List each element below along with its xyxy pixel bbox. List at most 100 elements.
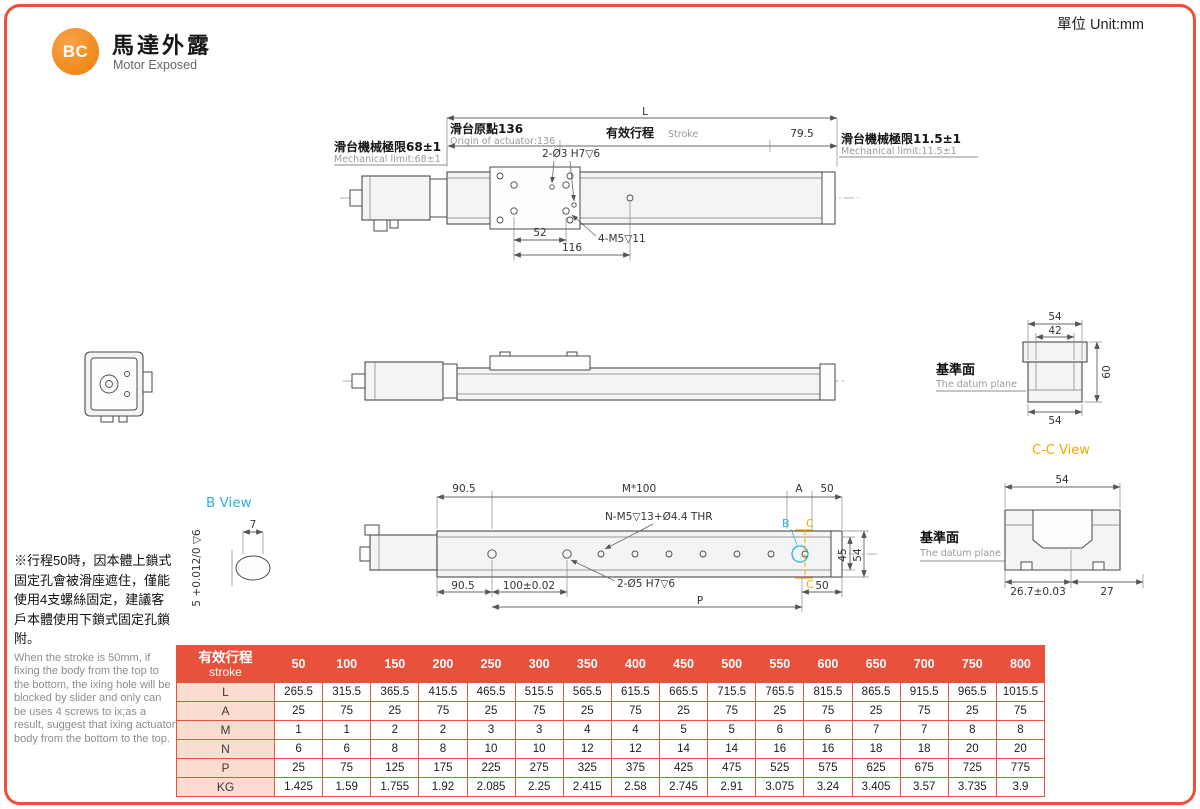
table-cell: 265.5 [273, 682, 324, 702]
b-view-drawing: B View 7 5 +0.012/0 ▽6 [191, 495, 271, 607]
dim-79-5: 79.5 [790, 128, 813, 140]
table-cell: 6 [273, 739, 324, 759]
table-cell: 75 [707, 701, 757, 721]
table-cell: 6 [755, 720, 805, 740]
row-label: N [176, 739, 275, 759]
mech-limit-left-zh: 滑台機械極限68±1 [334, 139, 441, 154]
stroke-column-header: 150 [370, 645, 420, 683]
table-cell: 175 [418, 758, 468, 778]
bc-logo: BC [52, 28, 99, 75]
stroke-column-header: 300 [514, 645, 564, 683]
mech-limit-right-zh: 滑台機械極限11.5±1 [841, 131, 961, 146]
table-cell: 625 [851, 758, 901, 778]
row-label: P [176, 758, 275, 778]
table-cell: 3.075 [755, 777, 805, 797]
stroke-column-header: 700 [899, 645, 949, 683]
table-cell: 25 [466, 701, 516, 721]
note-chinese: ※行程50時，因本體上鎖式固定孔會被滑座遮住，僅能使用4支螺絲固定，建議客戶本體… [14, 553, 172, 646]
table-cell: 20 [995, 739, 1046, 759]
table-cell: 4 [610, 720, 661, 740]
table-cell: 4 [562, 720, 612, 740]
table-cell: 375 [610, 758, 661, 778]
dim-90-5-bottom: 90.5 [451, 580, 474, 592]
stroke-column-header: 50 [273, 645, 324, 683]
screw-callout: 4-M5▽11 [598, 233, 646, 245]
table-cell: 725 [947, 758, 997, 778]
table-cell: 1.425 [273, 777, 324, 797]
dim-54-bottom: 54 [1048, 415, 1062, 427]
table-cell: 1.92 [418, 777, 468, 797]
table-cell: 8 [370, 739, 420, 759]
stroke-note: ※行程50時，因本體上鎖式固定孔會被滑座遮住，僅能使用4支螺絲固定，建議客戶本體… [14, 551, 176, 746]
dim-50-top: 50 [820, 483, 833, 495]
table-cell: 25 [273, 758, 324, 778]
dim-60: 60 [1101, 365, 1113, 378]
stroke-label-zh: 有效行程 [606, 125, 654, 140]
table-cell: 7 [899, 720, 949, 740]
table-cell: 7 [851, 720, 901, 740]
table-cell: 16 [755, 739, 805, 759]
stroke-column-header: 800 [995, 645, 1046, 683]
table-cell: 25 [658, 701, 709, 721]
table-cell: 565.5 [562, 682, 612, 702]
side-view-part [343, 351, 847, 401]
table-cell: 3.405 [851, 777, 901, 797]
table-cell: 415.5 [418, 682, 468, 702]
table-cell: 1015.5 [995, 682, 1046, 702]
table-cell: 2.085 [466, 777, 516, 797]
table-cell: 75 [322, 758, 372, 778]
datum-label-en: The datum plane [935, 379, 1017, 390]
table-cell: 125 [370, 758, 420, 778]
stroke-header-zh: 有效行程 [198, 649, 253, 665]
table-cell: 75 [803, 701, 853, 721]
table-cell: 20 [947, 739, 997, 759]
table-cell: 325 [562, 758, 612, 778]
table-cell: 6 [322, 739, 372, 759]
table-cell: 965.5 [947, 682, 997, 702]
end-view-part [84, 351, 153, 423]
datum-plane-label: 基準面 The datum plane [935, 362, 1026, 392]
table-cell: 75 [899, 701, 949, 721]
b-view-label: B View [206, 495, 252, 511]
stroke-header-en: stroke [209, 664, 242, 679]
table-cell: 25 [370, 701, 420, 721]
stroke-column-header: 600 [803, 645, 853, 683]
bc-logo-text: BC [62, 41, 89, 61]
table-cell: 18 [851, 739, 901, 759]
table-cell: 765.5 [755, 682, 805, 702]
table-cell: 465.5 [466, 682, 516, 702]
stroke-column-header: 650 [851, 645, 901, 683]
table-cell: 12 [610, 739, 661, 759]
stroke-column-header: 250 [466, 645, 516, 683]
marker-B: B [782, 517, 790, 530]
pin-hole-callout: 2-Ø3 H7▽6 [542, 148, 600, 160]
table-cell: 2.58 [610, 777, 661, 797]
front-view-part [359, 524, 877, 578]
table-cell: 3.9 [995, 777, 1046, 797]
table-cell: 18 [899, 739, 949, 759]
datum-front-zh: 基準面 [919, 530, 959, 546]
table-cell: 515.5 [514, 682, 564, 702]
stroke-column-header: 550 [755, 645, 805, 683]
dim-L: L [642, 106, 648, 118]
stroke-header-corner: 有效行程 stroke [176, 645, 275, 683]
table-cell: 12 [562, 739, 612, 759]
table-cell: 275 [514, 758, 564, 778]
cc-section-dimensions: 54 26.7±0.03 27 [1004, 474, 1144, 598]
table-cell: 675 [899, 758, 949, 778]
table-cell: 3.24 [803, 777, 853, 797]
dim-116: 116 [562, 242, 582, 254]
page-title: 馬達外露 [112, 33, 213, 58]
stroke-column-header: 750 [947, 645, 997, 683]
table-cell: 25 [562, 701, 612, 721]
datum-label-zh: 基準面 [935, 362, 975, 378]
dim-54-rail: 54 [852, 548, 864, 562]
cc-view-label: C-C View [1032, 443, 1090, 458]
table-cell: 915.5 [899, 682, 949, 702]
